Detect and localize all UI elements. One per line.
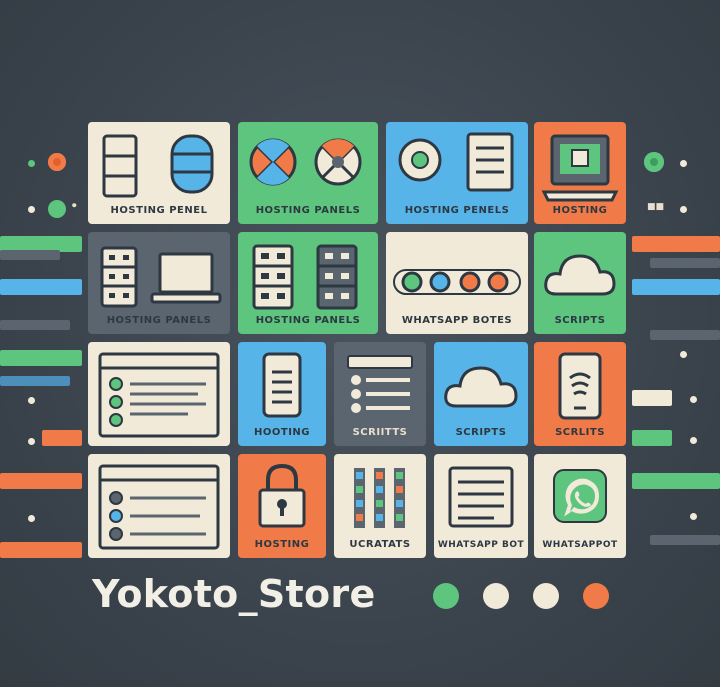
tile-label: UCRATATS	[349, 539, 411, 550]
footer-dot-orange	[583, 583, 609, 609]
list-icon	[347, 355, 413, 413]
left-bar-orange	[42, 430, 82, 446]
tile-browser-window[interactable]	[88, 342, 230, 446]
right-dot-small	[680, 206, 687, 213]
tile-whatsapp-botes[interactable]: WHATSAPP BOTES	[386, 232, 528, 334]
browser-window-icon	[98, 352, 220, 438]
left-bar-orange	[0, 473, 82, 489]
tile-hosting-penel[interactable]: HOSTING PENEL	[88, 122, 230, 224]
tile-label: HOSTING PANELS	[106, 315, 212, 326]
tile-label: SCRIITTS	[352, 427, 408, 438]
right-dot-small	[690, 396, 697, 403]
dots-icon	[393, 269, 521, 295]
whatsapp-icon	[553, 469, 607, 523]
left-bar-blue	[0, 279, 82, 295]
tile-label: HOSTING	[552, 205, 608, 216]
cloud-icon	[544, 254, 616, 296]
left-bar-gray	[0, 320, 70, 330]
aperture-icon	[249, 138, 362, 186]
tile-label: HOSTING	[254, 539, 310, 550]
tile-hosting-panels[interactable]: HOSTING PANELS	[238, 122, 378, 224]
tile-hosting-lock[interactable]: HOSTING	[238, 454, 326, 558]
tile-whatsappot[interactable]: WHATSAPPOT	[534, 454, 626, 558]
footer-dot-cream	[483, 583, 509, 609]
tile-hooting[interactable]: HOOTING	[238, 342, 326, 446]
tile-label: HOSTING PANELS	[255, 205, 361, 216]
tile-label: SCRLITS	[555, 427, 605, 438]
tile-label: SCRIPTS	[554, 315, 606, 326]
right-bar-green	[632, 430, 672, 446]
right-bar-blue	[632, 279, 720, 295]
tile-label: SCRIPTS	[455, 427, 507, 438]
right-bar-gray	[650, 330, 720, 340]
cloud-icon	[444, 366, 518, 408]
left-dot-small	[28, 397, 35, 404]
left-dot-small	[28, 438, 35, 445]
tile-scriitts[interactable]: SCRIITTS	[334, 342, 426, 446]
left-dot-small	[28, 160, 35, 167]
grid-icon	[354, 468, 405, 528]
left-bar-gray	[0, 250, 60, 260]
phone-signal-icon	[558, 352, 602, 420]
right-dot-small	[690, 513, 697, 520]
tile-label: HOSTING PENEL	[110, 205, 208, 216]
right-dot-green	[644, 152, 664, 172]
right-bar-orange	[632, 236, 720, 252]
tile-scripts[interactable]: SCRIPTS	[534, 232, 626, 334]
tile-whatsapp-bot[interactable]: WHATSAPP BOT	[434, 454, 528, 558]
document-icon	[448, 466, 514, 528]
left-dot-green	[48, 200, 66, 218]
tile-label: WHATSAPP BOT	[437, 540, 525, 550]
tile-hosting-penels[interactable]: HOSTING PENELS	[386, 122, 528, 224]
left-marker: ⏺︎	[72, 201, 77, 211]
server-rack-icon	[252, 244, 358, 310]
left-bar-orange	[0, 542, 82, 558]
tile-scrlits[interactable]: SCRLITS	[534, 342, 626, 446]
disc-window-icon	[398, 132, 514, 192]
right-dot-small	[680, 351, 687, 358]
right-bar-gray	[650, 258, 720, 268]
tile-browser-window-2[interactable]	[88, 454, 230, 558]
footer-dot-cream	[533, 583, 559, 609]
lock-icon	[258, 463, 306, 528]
left-dot-small	[28, 515, 35, 522]
right-bar-cream	[632, 390, 672, 406]
tile-label: WHATSAPP BOTES	[401, 315, 513, 326]
browser-window-icon	[98, 464, 220, 550]
left-dot-orange	[48, 153, 66, 171]
database-icon	[102, 134, 214, 198]
server-laptop-icon	[100, 246, 222, 308]
brand-title: Yokoto_Store	[92, 572, 376, 616]
tile-label: HOOTING	[254, 427, 310, 438]
left-bar-green	[0, 350, 82, 366]
phone-icon	[262, 352, 302, 418]
tile-label: HOSTING PENELS	[404, 205, 510, 216]
tile-hosting-panels-2[interactable]: HOSTING PANELS	[88, 232, 230, 334]
left-dot-small	[28, 206, 35, 213]
tile-hosting[interactable]: HOSTING	[534, 122, 626, 224]
tile-label: WHATSAPPOT	[542, 540, 618, 550]
footer-dot-green	[433, 583, 459, 609]
tile-scripts-2[interactable]: SCRIPTS	[434, 342, 528, 446]
tile-label: HOSTING PANELS	[255, 315, 361, 326]
tile-hosting-panels-3[interactable]: HOSTING PANELS	[238, 232, 378, 334]
right-dot-small	[690, 437, 697, 444]
right-bar-green	[632, 473, 720, 489]
right-dot-small	[680, 160, 687, 167]
left-bar-green	[0, 236, 82, 252]
right-bar-gray	[650, 535, 720, 545]
laptop-icon	[541, 134, 619, 202]
right-marker: ■■	[647, 202, 665, 212]
tile-ucratats[interactable]: UCRATATS	[334, 454, 426, 558]
left-bar-blue	[0, 376, 70, 386]
